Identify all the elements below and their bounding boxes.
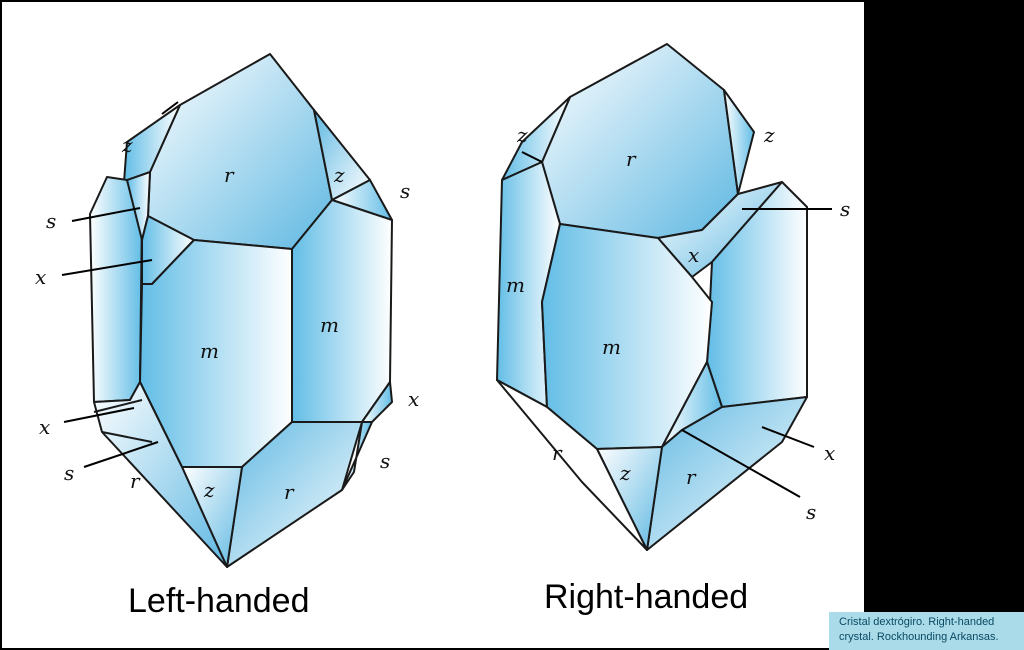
left-face-m-right	[291, 199, 393, 423]
right-face-r-top	[541, 43, 739, 239]
right-label-x-upper: x	[688, 243, 699, 267]
left-label-r-top: r	[224, 163, 235, 187]
left-leader-x	[61, 259, 153, 276]
right-handed-title: Right-handed	[544, 578, 748, 616]
left-leader-x-lower	[63, 407, 135, 423]
right-label-s-lower-right: s	[806, 500, 816, 524]
left-label-r-bottom: r	[284, 480, 295, 504]
right-face-r-lower-left	[496, 379, 648, 551]
left-label-m-front: m	[200, 339, 219, 363]
right-label-z-top-right: z	[763, 123, 775, 147]
right-handed-crystal: z r z s x m m r z r x s Right-handed	[496, 43, 850, 616]
left-label-m-right: m	[320, 313, 339, 337]
right-label-m-left: m	[506, 273, 525, 297]
left-leader-s-lower	[83, 441, 159, 468]
right-label-s-right: s	[840, 197, 850, 221]
left-handed-title: Left-handed	[128, 582, 310, 620]
right-face-z-top-right	[723, 89, 755, 195]
left-label-s-lower-left: s	[64, 461, 74, 485]
quartz-crystal-diagram: z r z s s x m m x s x s r z r Left-hande…	[35, 43, 850, 620]
left-leader-z-top	[161, 101, 179, 115]
left-leader-s	[71, 207, 141, 222]
right-label-r-bottom: r	[686, 465, 697, 489]
left-face-r-top	[147, 53, 333, 250]
right-label-m-front: m	[602, 335, 621, 359]
left-label-x-left: x	[35, 265, 46, 289]
left-label-s-left: s	[46, 209, 56, 233]
left-label-x-lower-left: x	[39, 415, 50, 439]
right-leader-z-top-left	[521, 151, 543, 163]
right-leader-x-lower	[761, 426, 815, 448]
left-label-r-lower-left: r	[130, 469, 141, 493]
left-handed-crystal: z r z s s x m m x s x s r z r Left-hande…	[35, 53, 419, 620]
caption-box: Cristal dextrógiro. Right-handed crystal…	[829, 612, 1024, 650]
diagram-canvas: z r z s s x m m x s x s r z r Left-hande…	[2, 2, 864, 648]
right-label-r-top: r	[626, 147, 637, 171]
left-label-z-bottom: z	[203, 478, 215, 502]
right-label-x-lower-right: x	[824, 441, 835, 465]
left-label-s-top-right: s	[400, 179, 410, 203]
left-label-z-top: z	[121, 133, 133, 157]
right-label-r-lower-left: r	[552, 441, 563, 465]
left-label-z-top-right: z	[333, 163, 345, 187]
right-label-z-top-left: z	[516, 123, 528, 147]
right-label-z-bottom: z	[619, 461, 631, 485]
left-label-x-right: x	[408, 387, 419, 411]
left-label-s-right: s	[380, 449, 390, 473]
right-leader-s-lower	[681, 429, 801, 498]
